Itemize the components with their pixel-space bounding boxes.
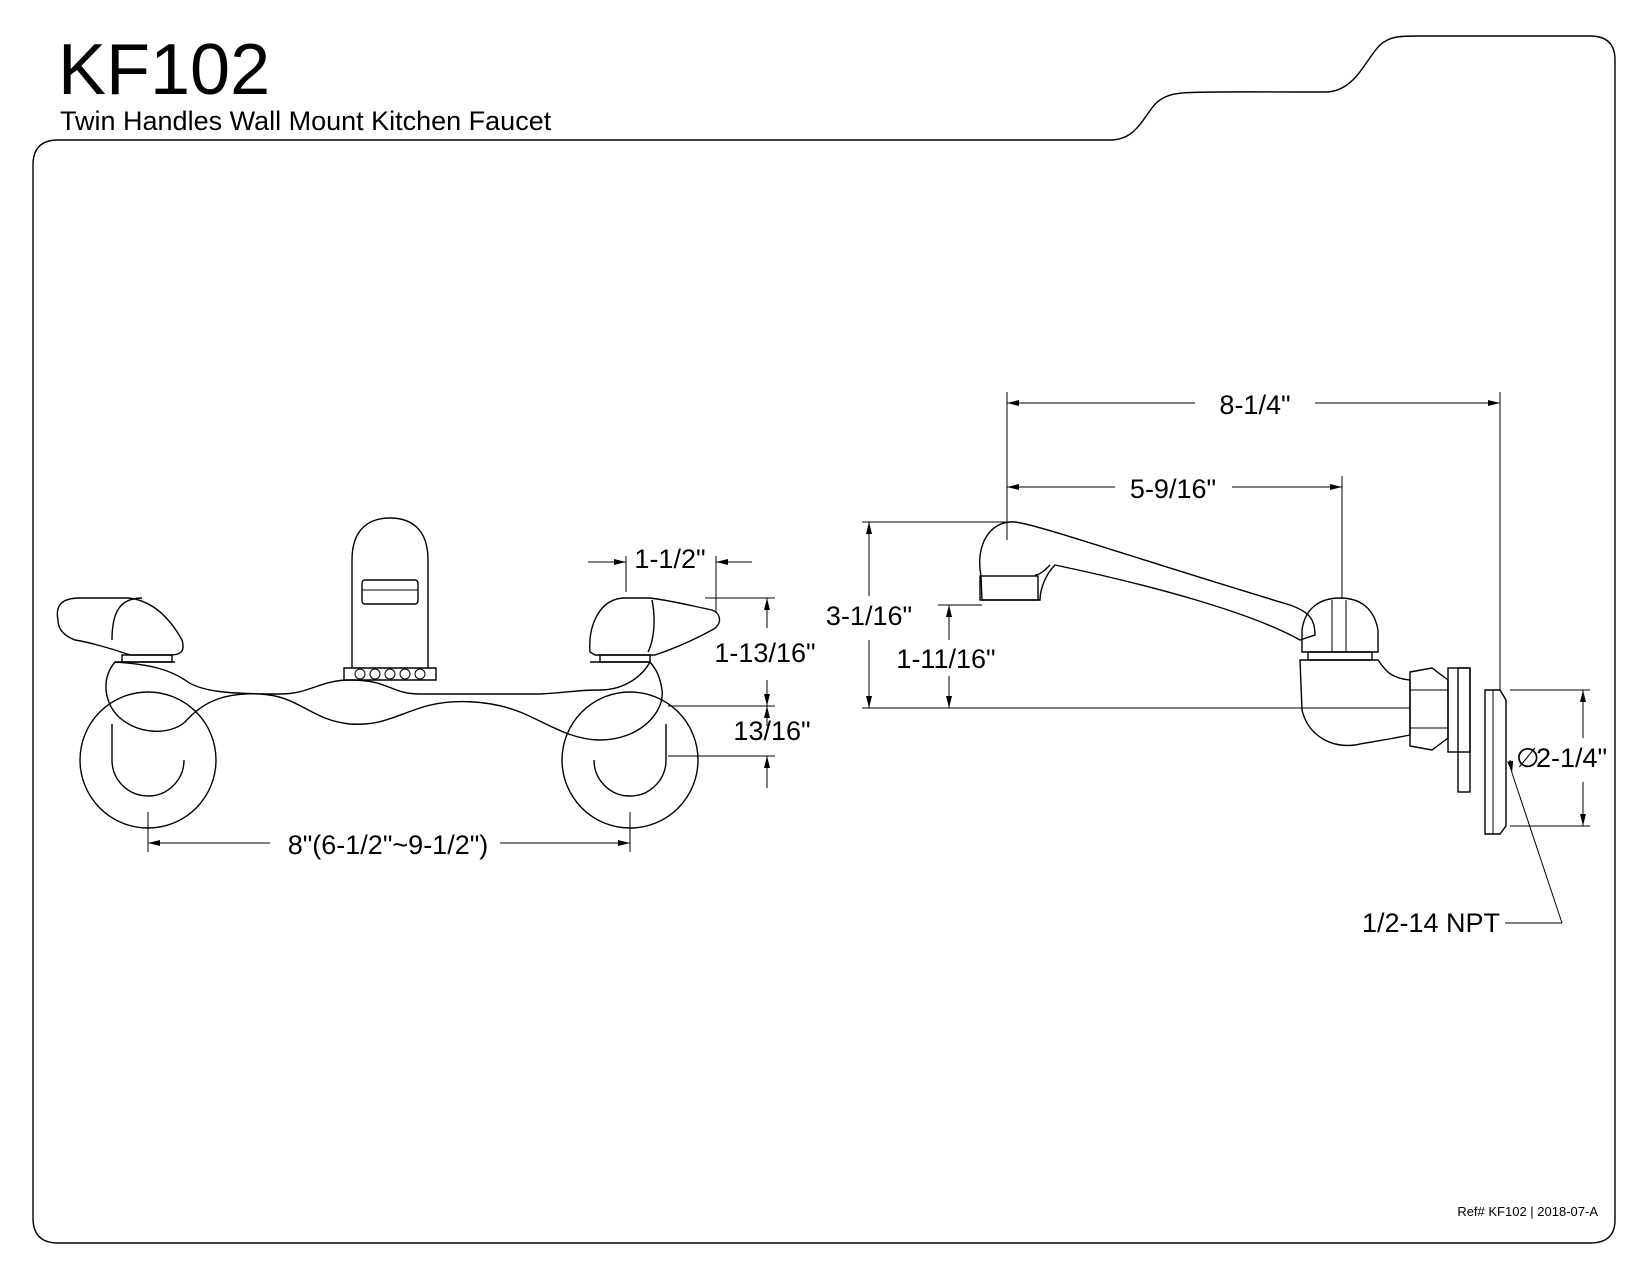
handle-height-label: 1-13/16" bbox=[714, 638, 815, 668]
overall-reach-label: 8-1/4" bbox=[1219, 390, 1290, 420]
side-handle-dome bbox=[1301, 597, 1379, 653]
side-spout bbox=[979, 521, 1316, 641]
sheet-frame bbox=[32, 35, 1616, 1244]
thread-spec-label: 1/2-14 NPT bbox=[1362, 908, 1500, 938]
spout-reach-label: 5-9/16" bbox=[1130, 474, 1216, 504]
side-wall-flange bbox=[1484, 689, 1507, 835]
right-lever-handle bbox=[589, 597, 721, 656]
model-title: KF102 bbox=[58, 30, 270, 110]
right-flange bbox=[561, 691, 699, 829]
front-view: 8"(6-1/2"~9-1/2") 1-1/2" 1-13/16" 13/16" bbox=[56, 517, 816, 860]
spout-height-label: 1-11/16" bbox=[896, 644, 995, 674]
center-spread-label: 8"(6-1/2"~9-1/2") bbox=[288, 830, 489, 860]
handle-width-label: 1-1/2" bbox=[634, 544, 705, 574]
left-lever-handle bbox=[56, 597, 184, 656]
side-view: 8-1/4" 5-9/16" 3-1/16" 1-11/16" ∅ 2-1/4"… bbox=[826, 390, 1607, 938]
overall-height-label: 3-1/16" bbox=[826, 601, 912, 631]
side-hex-nut bbox=[1409, 667, 1449, 751]
model-description: Twin Handles Wall Mount Kitchen Faucet bbox=[60, 106, 552, 136]
front-spout bbox=[351, 517, 429, 668]
flange-diameter-label: 2-1/4" bbox=[1536, 743, 1607, 773]
faucet-body bbox=[105, 660, 663, 741]
side-body bbox=[1299, 659, 1411, 747]
flange-diameter-symbol: ∅ bbox=[1516, 743, 1540, 773]
reference-code: Ref# KF102 | 2018-07-A bbox=[1457, 1204, 1598, 1219]
inlet-offset-label: 13/16" bbox=[733, 716, 810, 746]
